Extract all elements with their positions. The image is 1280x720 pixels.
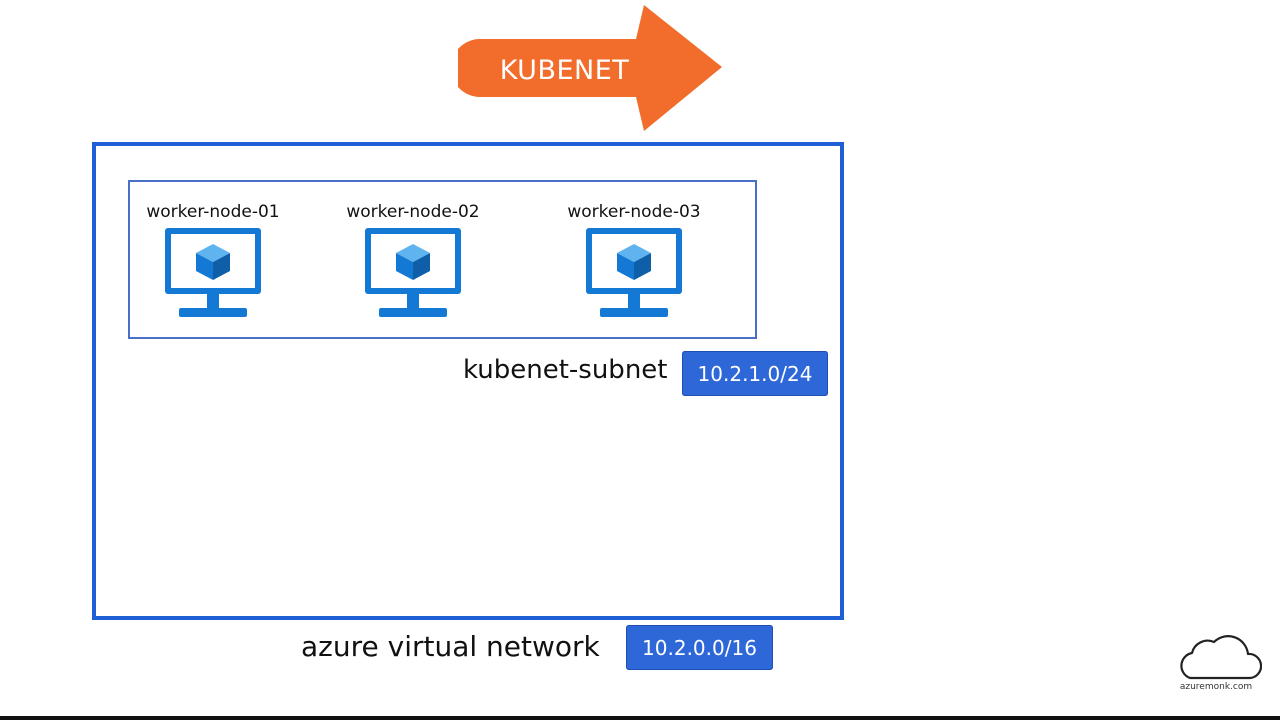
kubenet-arrow — [458, 5, 722, 131]
worker-node-01[interactable]: worker-node-01 — [128, 202, 298, 320]
cloud-icon — [1180, 635, 1262, 680]
node-label: worker-node-02 — [346, 202, 480, 222]
node-label: worker-node-01 — [146, 202, 280, 222]
subnet-label: kubenet-subnet — [463, 355, 668, 385]
worker-node-03[interactable]: worker-node-03 — [549, 202, 719, 320]
node-label: worker-node-03 — [567, 202, 701, 222]
subnet-box — [128, 180, 757, 339]
vnet-label: azure virtual network — [301, 630, 600, 663]
vm-monitor-icon — [365, 228, 461, 317]
vm-monitor-icon — [165, 228, 261, 317]
bottom-border — [0, 716, 1280, 720]
vnet-cidr-badge: 10.2.0.0/16 — [626, 625, 773, 670]
subnet-cidr-badge: 10.2.1.0/24 — [682, 351, 828, 396]
watermark-text: azuremonk.com — [1179, 682, 1253, 692]
vm-monitor-icon — [586, 228, 682, 317]
virtual-network-box — [92, 142, 844, 620]
worker-node-02[interactable]: worker-node-02 — [328, 202, 498, 320]
kubenet-label: KUBENET — [499, 54, 630, 86]
